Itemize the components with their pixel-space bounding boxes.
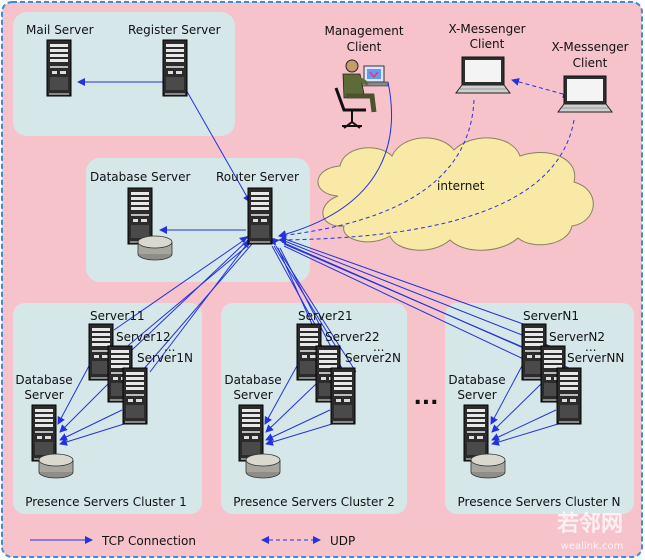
router-server-label: Router Server — [216, 170, 299, 184]
udp-connections — [278, 78, 575, 244]
legend: TCP Connection UDP — [30, 534, 355, 548]
messenger-client-1-label-line2: Client — [470, 37, 505, 51]
router-server-icon — [247, 187, 273, 245]
clustern-dots: ... — [585, 340, 596, 354]
database-server-label: Database Server — [90, 170, 190, 184]
servernn-label: ServerNN — [567, 351, 624, 365]
register-server-icon — [162, 39, 188, 97]
cluster2-db-label-line2: Server — [233, 388, 272, 402]
servern2-label: ServerN2 — [549, 330, 605, 344]
management-client-icon — [334, 59, 389, 129]
clustern-caption: Presence Servers Cluster N — [458, 495, 621, 509]
mail-server-label: Mail Server — [26, 23, 94, 37]
servern1-label: ServerN1 — [523, 309, 579, 323]
cluster2-db-label-line1: Database — [224, 373, 281, 387]
mail-server-icon — [46, 39, 72, 97]
server1n-label: Server1N — [137, 351, 193, 365]
x-messenger-client-2-icon — [557, 75, 613, 113]
server12-label: Server12 — [116, 330, 171, 344]
server2n-label: Server2N — [345, 351, 401, 365]
cluster1-db-label-line1: Database — [15, 373, 72, 387]
clustern-db-label-line2: Server — [457, 388, 496, 402]
server21-label: Server21 — [298, 309, 353, 323]
x-messenger-client-1-icon — [455, 56, 511, 94]
legend-tcp-label: TCP Connection — [101, 534, 196, 548]
clustern-db-label-line1: Database — [448, 373, 505, 387]
management-client-label-line2: Client — [347, 40, 382, 54]
server22-label: Server22 — [325, 330, 380, 344]
cluster1-dots: ... — [164, 340, 175, 354]
cluster2-caption: Presence Servers Cluster 2 — [233, 495, 395, 509]
messenger-client-1-label-line1: X-Messenger — [448, 22, 525, 36]
between-clusters-dots: ... — [413, 385, 438, 410]
register-server-label: Register Server — [128, 23, 221, 37]
watermark-sub: wealink.com — [561, 541, 624, 552]
internet-label: internet — [437, 179, 485, 193]
cluster2-dots: ... — [373, 340, 384, 354]
management-client-label-line1: Management — [324, 24, 403, 38]
database-disk-icon — [137, 235, 173, 261]
server11-label: Server11 — [90, 309, 145, 323]
cluster1-caption: Presence Servers Cluster 1 — [25, 495, 187, 509]
internet-cloud — [317, 137, 594, 251]
database-server-icon — [127, 187, 153, 245]
legend-udp-label: UDP — [330, 534, 355, 548]
cluster1-db-label-line2: Server — [24, 388, 63, 402]
watermark: 若邻网 wealink.com — [557, 511, 623, 552]
watermark-main: 若邻网 — [557, 511, 623, 537]
messenger-client-2-label-line1: X-Messenger — [551, 40, 628, 54]
messenger-client-2-label-line2: Client — [573, 56, 608, 70]
